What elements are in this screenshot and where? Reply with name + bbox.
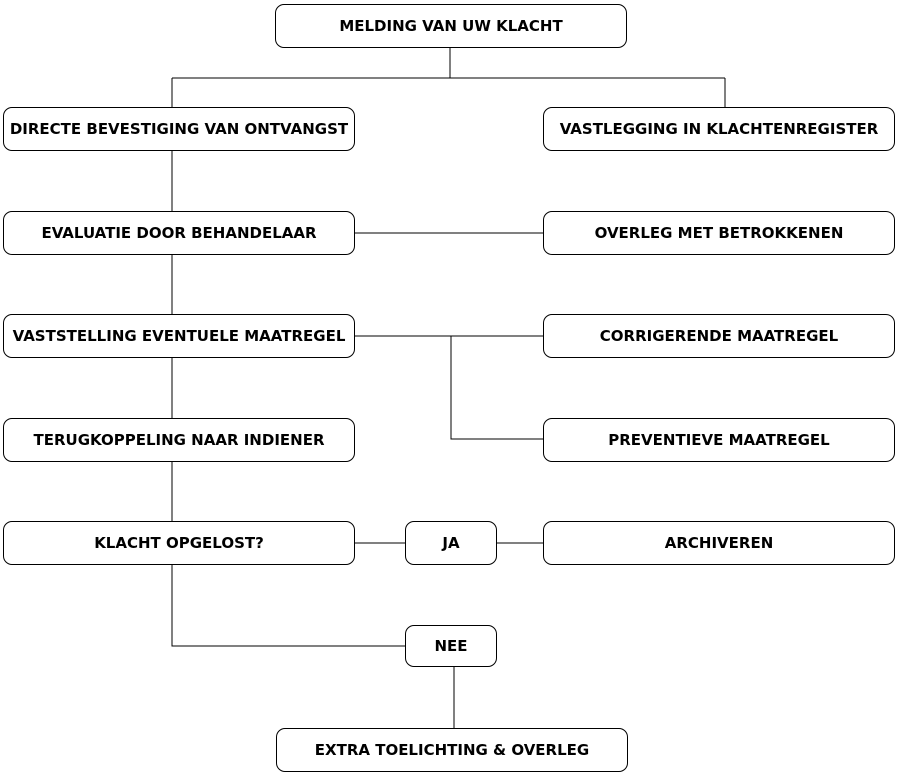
node-opgelost: KLACHT OPGELOST? <box>3 521 355 565</box>
node-evaluatie: EVALUATIE DOOR BEHANDELAAR <box>3 211 355 255</box>
node-extra: EXTRA TOELICHTING & OVERLEG <box>276 728 628 772</box>
node-bevestiging: DIRECTE BEVESTIGING VAN ONTVANGST <box>3 107 355 151</box>
node-preventief: PREVENTIEVE MAATREGEL <box>543 418 895 462</box>
node-ja: JA <box>405 521 497 565</box>
connector-vaststelling-preventief <box>450 336 543 440</box>
connector-opgelost-nee <box>171 565 405 647</box>
node-vaststelling: VASTSTELLING EVENTUELE MAATREGEL <box>3 314 355 358</box>
node-melding: MELDING VAN UW KLACHT <box>275 4 627 48</box>
node-corrigerend: CORRIGERENDE MAATREGEL <box>543 314 895 358</box>
node-vastlegging: VASTLEGGING IN KLACHTENREGISTER <box>543 107 895 151</box>
node-archiveren: ARCHIVEREN <box>543 521 895 565</box>
node-nee: NEE <box>405 625 497 667</box>
node-terugkoppeling: TERUGKOPPELING NAAR INDIENER <box>3 418 355 462</box>
node-overleg: OVERLEG MET BETROKKENEN <box>543 211 895 255</box>
